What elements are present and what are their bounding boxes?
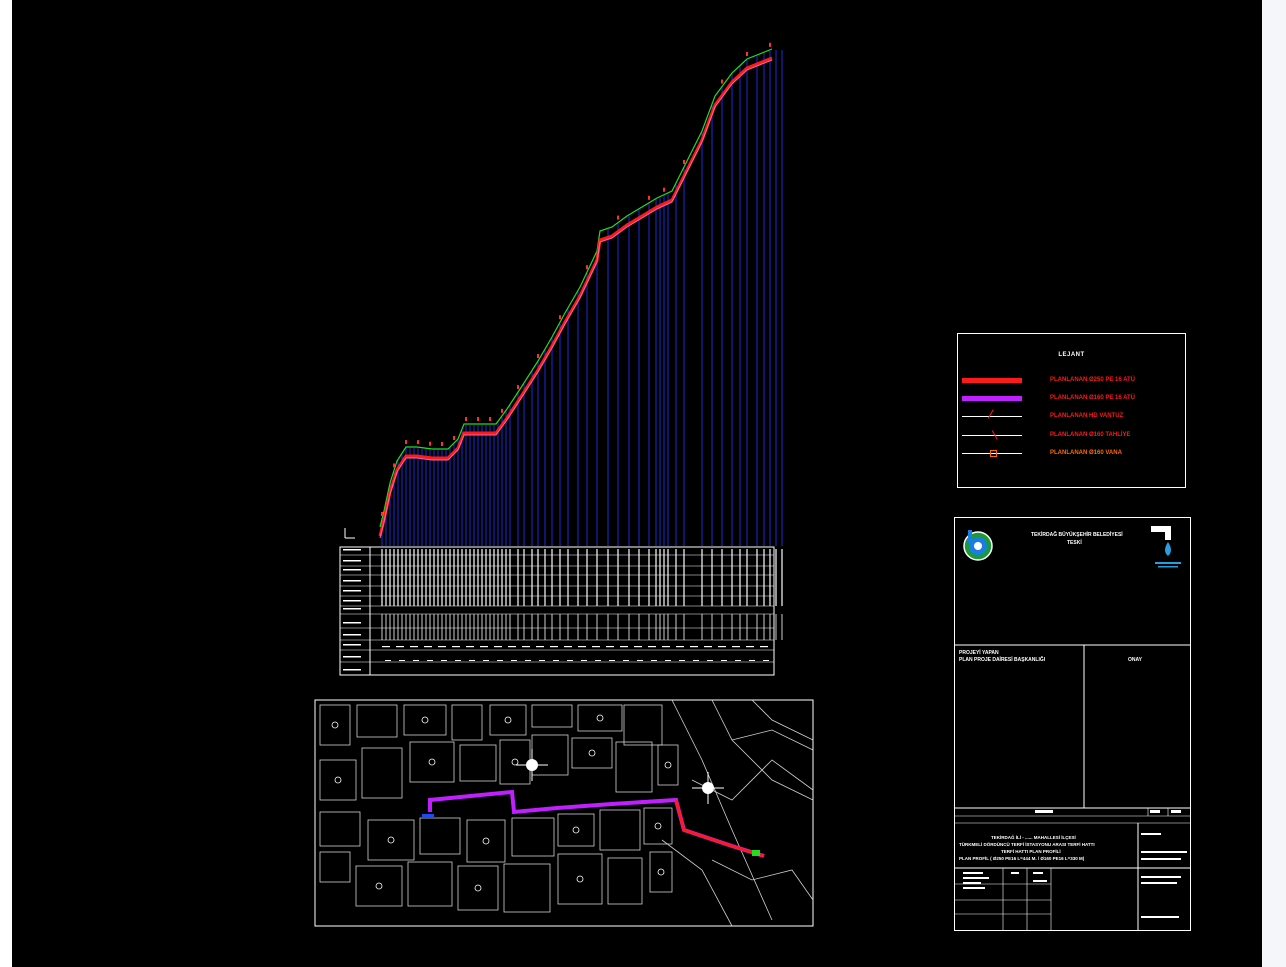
- legend-box: LEJANT PLANLANAN Ø250 PE 16 ATÜ PLANLANA…: [957, 333, 1186, 488]
- purple-pipe-swatch-icon: [962, 396, 1022, 401]
- project-by-value: PLAN PROJE DAİRESİ BAŞKANLIĞI: [959, 657, 1046, 663]
- profile-data-table: [339, 546, 783, 676]
- description-line-1: TEKİRDAĞ İLİ - ...... MAHALLESİ İLÇESİ: [991, 835, 1076, 840]
- description-line-4: PLAN PROFİL ( Ø250 PE16 L=444 M. / Ø160 …: [959, 856, 1085, 861]
- legend-title: LEJANT: [1058, 352, 1085, 358]
- institution-name: TEKİRDAĞ BÜYÜKŞEHİR BELEDİYESİ: [1031, 532, 1123, 538]
- title-block: TEKİRDAĞ BÜYÜKŞEHİR BELEDİYESİ TESKİ PRO…: [954, 517, 1191, 931]
- air-valve-icon: [962, 416, 1022, 417]
- background-edge: [1262, 0, 1286, 967]
- valve-icon: [962, 453, 1022, 454]
- legend-item-air-valve: PLANLANAN HD VANTUZ: [958, 409, 1185, 424]
- legend-item-valve: PLANLANAN Ø160 VANA: [958, 447, 1185, 461]
- drain-icon: [962, 435, 1022, 436]
- legend-label: PLANLANAN Ø160 VANA: [1050, 450, 1122, 456]
- drawing-canvas[interactable]: LEJANT PLANLANAN Ø250 PE 16 ATÜ PLANLANA…: [12, 0, 1262, 967]
- legend-item-pipe-250: PLANLANAN Ø250 PE 16 ATÜ: [958, 374, 1185, 388]
- description-line-3: TERFİ HATTI PLAN PROFİLİ: [1001, 849, 1061, 854]
- approval-label: ONAY: [1128, 657, 1142, 663]
- plan-view-map: [314, 699, 814, 927]
- legend-item-pipe-160: PLANLANAN Ø160 PE 16 ATÜ: [958, 392, 1185, 406]
- pipe-profile-line: [378, 56, 773, 537]
- project-by-label: PROJEYİ YAPAN: [959, 650, 999, 656]
- profile-station-marks: [381, 42, 771, 516]
- legend-label: PLANLANAN Ø250 PE 16 ATÜ: [1050, 377, 1136, 383]
- institution-sub: TESKİ: [1067, 540, 1082, 546]
- legend-label: PLANLANAN HD VANTUZ: [1050, 413, 1124, 419]
- red-pipe-swatch-icon: [962, 378, 1022, 383]
- water-tap-logo-icon: [1151, 526, 1181, 568]
- municipality-logo-icon: [963, 530, 993, 561]
- pipe-profile-line-inner: [379, 59, 773, 539]
- ground-profile-line: [379, 48, 773, 528]
- legend-item-drain: PLANLANAN Ø160 TAHLİYE: [958, 428, 1185, 443]
- profile-station-lines: [381, 50, 783, 546]
- title-block-grid: [955, 526, 1190, 930]
- cad-drawing: [314, 42, 814, 927]
- ucs-axis-icon: [344, 528, 355, 539]
- legend-label: PLANLANAN Ø160 TAHLİYE: [1050, 432, 1131, 438]
- legend-label: PLANLANAN Ø160 PE 16 ATÜ: [1050, 395, 1136, 401]
- description-line-2: TÜRKMELİ DÖRDÜNCÜ TERFİ İSTASYONU ARASI …: [959, 842, 1095, 847]
